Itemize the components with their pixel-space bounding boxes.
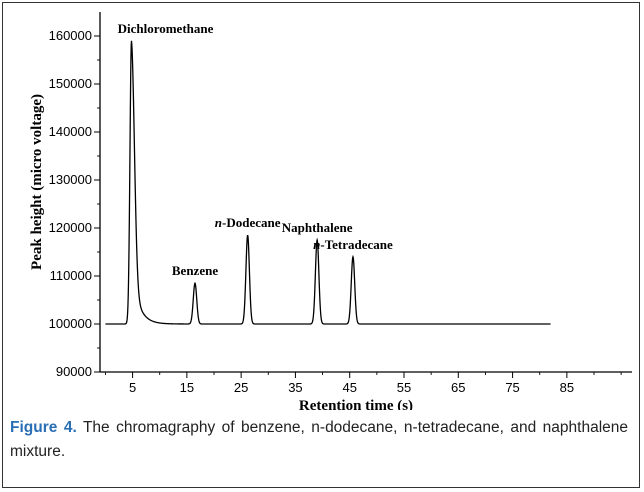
y-tick-label: 110000 xyxy=(50,268,92,283)
axes xyxy=(99,12,632,373)
x-tick-label: 75 xyxy=(505,380,519,395)
y-tick-label: 160000 xyxy=(49,28,92,43)
x-tick-label: 65 xyxy=(451,380,465,395)
x-tick-label: 15 xyxy=(180,380,194,395)
peak-label: Naphthalene xyxy=(282,220,353,235)
y-tick-label: 150000 xyxy=(49,76,92,91)
y-tick-label: 90000 xyxy=(56,364,92,379)
y-tick-label: 130000 xyxy=(49,172,92,187)
x-tick-label: 45 xyxy=(342,380,356,395)
peak-label: n-Tetradecane xyxy=(313,237,393,252)
caption-label: Figure 4. xyxy=(10,419,77,436)
x-tick-label: 25 xyxy=(234,380,248,395)
y-tick-label: 120000 xyxy=(49,220,92,235)
figure-frame xyxy=(2,2,640,488)
chromatogram-trace xyxy=(105,40,551,325)
chromatogram-chart: 5 15 25 35 45 55 65 75 85 90000 100000 110000 120000… xyxy=(29,12,632,410)
x-tick-label: 35 xyxy=(288,380,302,395)
x-tick-label: 55 xyxy=(397,380,411,395)
x-axis-label: Retention time (s) xyxy=(299,398,413,410)
x-tick-label: 5 xyxy=(129,380,136,395)
caption-text: The chromagraphy of benzene, n-dodecane,… xyxy=(10,419,628,460)
y-axis-label: Peak height (micro voltage) xyxy=(29,94,45,270)
y-tick-label: 140000 xyxy=(49,124,92,139)
x-tick-label: 85 xyxy=(560,380,574,395)
y-tick-label: 100000 xyxy=(49,316,92,331)
peak-label: Dichloromethane xyxy=(118,21,214,36)
peak-label: n-Dodecane xyxy=(215,215,281,230)
figure-caption: Figure 4. The chromagraphy of benzene, n… xyxy=(10,416,628,464)
peak-label: Benzene xyxy=(172,263,218,278)
ticks: 5 15 25 35 45 55 65 75 85 90000 100000 110000 120000… xyxy=(49,28,622,395)
